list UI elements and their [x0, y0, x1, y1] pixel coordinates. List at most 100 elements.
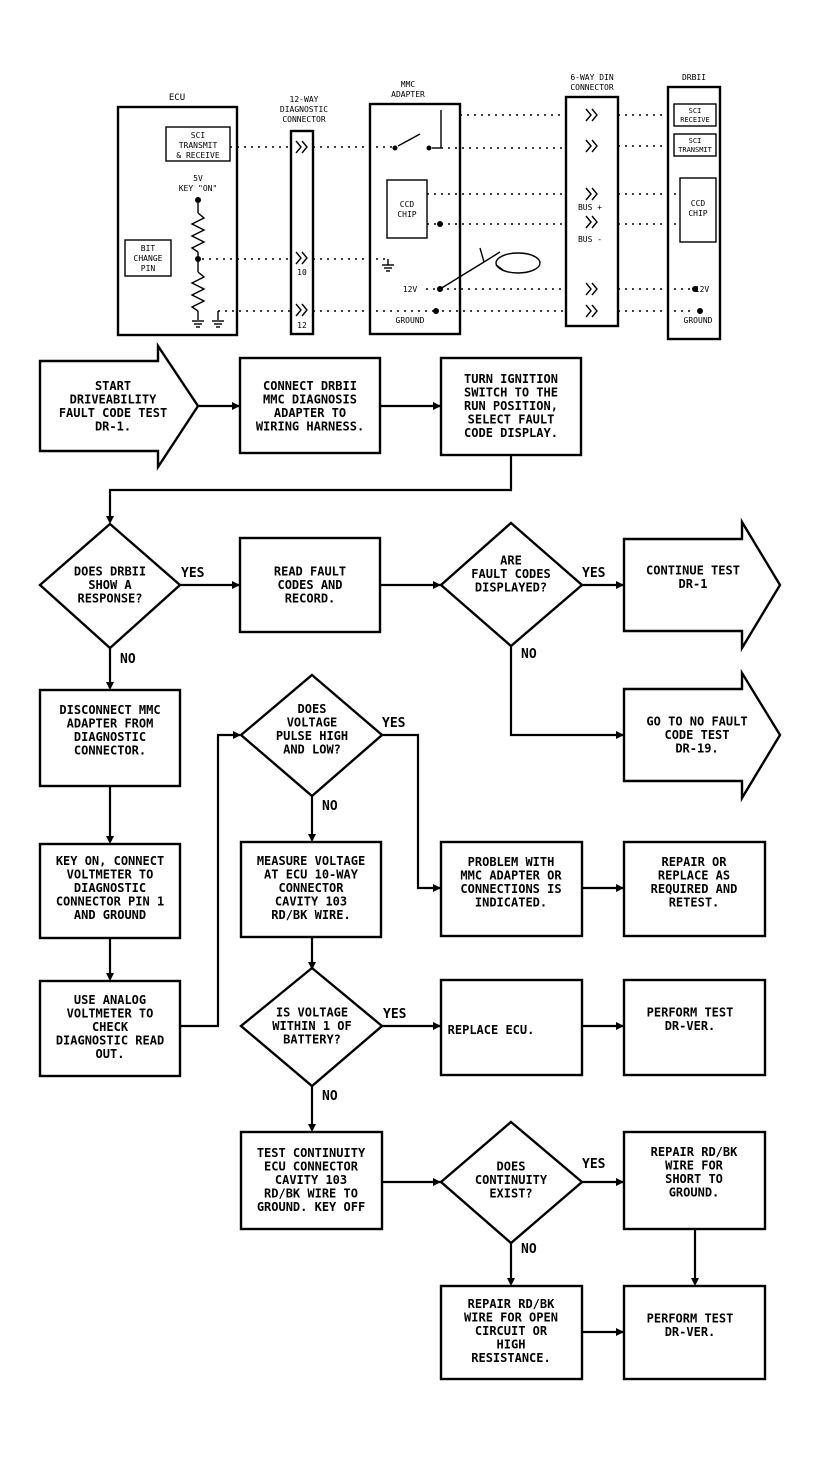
- perform-test-2-text: PERFORM TEST: [647, 1311, 734, 1325]
- continuity-question-text: CONTINUITY: [475, 1173, 548, 1187]
- perform-test-1-box: [622, 978, 767, 1077]
- svg-text:MMC: MMC: [401, 80, 416, 89]
- measure-text: CONNECTOR: [278, 881, 344, 895]
- repair-open-box: [439, 1284, 584, 1381]
- repair-open-text: CIRCUIT OR: [475, 1324, 548, 1338]
- din-connector-6way: [564, 95, 620, 328]
- read-fault-box: [238, 536, 382, 634]
- pin-10-label: 10: [297, 268, 307, 277]
- disconnect-text: DISCONNECT MMC: [59, 703, 160, 717]
- svg-text:CCD: CCD: [691, 199, 706, 208]
- repair-open-text: WIRE FOR OPEN: [464, 1311, 558, 1325]
- svg-text:TRANSMIT: TRANSMIT: [179, 141, 218, 150]
- connect-text: CONNECT DRBII: [263, 379, 357, 393]
- ecu-mid-node: [195, 256, 201, 262]
- ecu-5v-label: 5V KEY "ON": [179, 174, 218, 193]
- analog-text: VOLTMETER TO: [67, 1007, 154, 1021]
- read-text: RECORD.: [285, 592, 336, 606]
- ecu-bit-box: [124, 239, 172, 277]
- perform-test-1-text: PERFORM TEST: [647, 1005, 734, 1019]
- repair-short-text: SHORT TO: [665, 1172, 723, 1186]
- schematic: ECU SCI TRANSMIT & RECEIVE 5V KEY "ON" B…: [116, 73, 722, 341]
- problem-text: CONNECTIONS IS: [460, 882, 561, 896]
- din-connector-label: 6-WAY DIN CONNECTOR: [570, 73, 614, 92]
- bus-plus-label: BUS +: [578, 203, 602, 212]
- continuity-question-text: DOES: [497, 1160, 526, 1174]
- svg-text:SCI: SCI: [689, 137, 702, 145]
- mmc-adapter-label: MMC ADAPTER: [391, 80, 425, 99]
- bus-minus-label: BUS -: [578, 235, 602, 244]
- svg-text:PIN: PIN: [141, 264, 156, 273]
- disconnect-box: [38, 688, 182, 788]
- repair-replace-text: REPLACE AS: [658, 868, 730, 882]
- repair-open-text: HIGH: [497, 1338, 526, 1352]
- svg-text:CHANGE: CHANGE: [134, 254, 163, 263]
- flow-shapes: [38, 342, 782, 1381]
- drbii-sci-receive: [673, 103, 717, 127]
- disconnect-text: CONNECTOR.: [74, 743, 146, 757]
- analog-box: [38, 979, 182, 1078]
- measure-box: [239, 840, 383, 939]
- response-question-text: DOES DRBII: [74, 565, 146, 579]
- measure-text: MEASURE VOLTAGE: [257, 854, 365, 868]
- start-text: START: [95, 379, 131, 393]
- perform-test-1-text: DR-VER.: [665, 1019, 716, 1033]
- drbii-sci-receive-label: SCI RECEIVE: [680, 107, 710, 124]
- svg-text:CONNECTOR: CONNECTOR: [282, 115, 326, 124]
- measure-text: CAVITY 103: [275, 895, 347, 909]
- repair-replace-text: REQUIRED AND: [651, 882, 738, 896]
- no-label: NO: [521, 647, 537, 662]
- disconnect-text: ADAPTER FROM: [67, 716, 154, 730]
- read-text: CODES AND: [277, 578, 342, 592]
- continuity-test-text: CAVITY 103: [275, 1173, 347, 1187]
- connect-text: MMC DIAGNOSIS: [263, 392, 357, 406]
- svg-text:RECEIVE: RECEIVE: [680, 116, 710, 124]
- keyon-box: [38, 842, 182, 940]
- turn-text: RUN POSITION,: [464, 399, 558, 413]
- ecu-label: ECU: [169, 93, 185, 103]
- repair-short-text: REPAIR RD/BK: [651, 1145, 738, 1159]
- displayed-diamond: [439, 521, 584, 648]
- svg-text:12-WAY: 12-WAY: [290, 95, 319, 104]
- start-text: FAULT CODE TEST: [59, 406, 167, 420]
- turn-text: CODE DISPLAY.: [464, 426, 558, 440]
- mmc-ccd-label: CCD CHIP: [397, 200, 416, 219]
- mmc-ccd-chip: [386, 179, 428, 239]
- problem-text: PROBLEM WITH: [468, 855, 555, 869]
- drbii-sci-transmit-label: SCI TRANSMIT: [678, 137, 713, 154]
- yes-label: YES: [383, 1007, 407, 1022]
- goto-text: DR-19.: [675, 742, 718, 756]
- svg-text:6-WAY DIN: 6-WAY DIN: [570, 73, 614, 82]
- yes-label: YES: [181, 566, 205, 581]
- displayed-question-text: ARE: [500, 554, 522, 568]
- goto-text: CODE TEST: [664, 728, 729, 742]
- ecu-bit-label: BIT CHANGE PIN: [134, 244, 163, 273]
- displayed-question-text: FAULT CODES: [471, 567, 550, 581]
- drbii-ccd-chip: [679, 177, 717, 243]
- repair-replace-text: REPAIR OR: [661, 855, 727, 869]
- pulse-diamond: [239, 673, 384, 798]
- continuity-test-box: [239, 1130, 384, 1231]
- repair-open-text: RESISTANCE.: [471, 1351, 550, 1365]
- within-question-text: IS VOLTAGE: [276, 1006, 348, 1020]
- turn-text: SELECT FAULT: [468, 413, 555, 427]
- perform-test-2-text: DR-VER.: [665, 1325, 716, 1339]
- ecu-sci-label: SCI TRANSMIT & RECEIVE: [176, 131, 220, 160]
- repair-replace-box: [622, 840, 767, 938]
- flow-connectors: [106, 402, 699, 1336]
- yes-label: YES: [582, 566, 606, 581]
- within-diamond: [239, 966, 384, 1088]
- replace-ecu-box: [439, 978, 584, 1077]
- svg-text:SCI: SCI: [191, 131, 206, 140]
- svg-text:TRANSMIT: TRANSMIT: [678, 146, 713, 154]
- response-diamond: [38, 522, 182, 650]
- diagnostic-connector-label: 12-WAY DIAGNOSTIC CONNECTOR: [280, 95, 328, 124]
- start-text: DRIVEABILITY: [70, 392, 157, 406]
- svg-text:CHIP: CHIP: [688, 209, 707, 218]
- continuity-test-text: GROUND. KEY OFF: [257, 1200, 365, 1214]
- keyon-text: CONNECTOR PIN 1: [56, 895, 164, 909]
- svg-text:BIT: BIT: [141, 244, 156, 253]
- svg-text:DIAGNOSTIC: DIAGNOSTIC: [280, 105, 328, 114]
